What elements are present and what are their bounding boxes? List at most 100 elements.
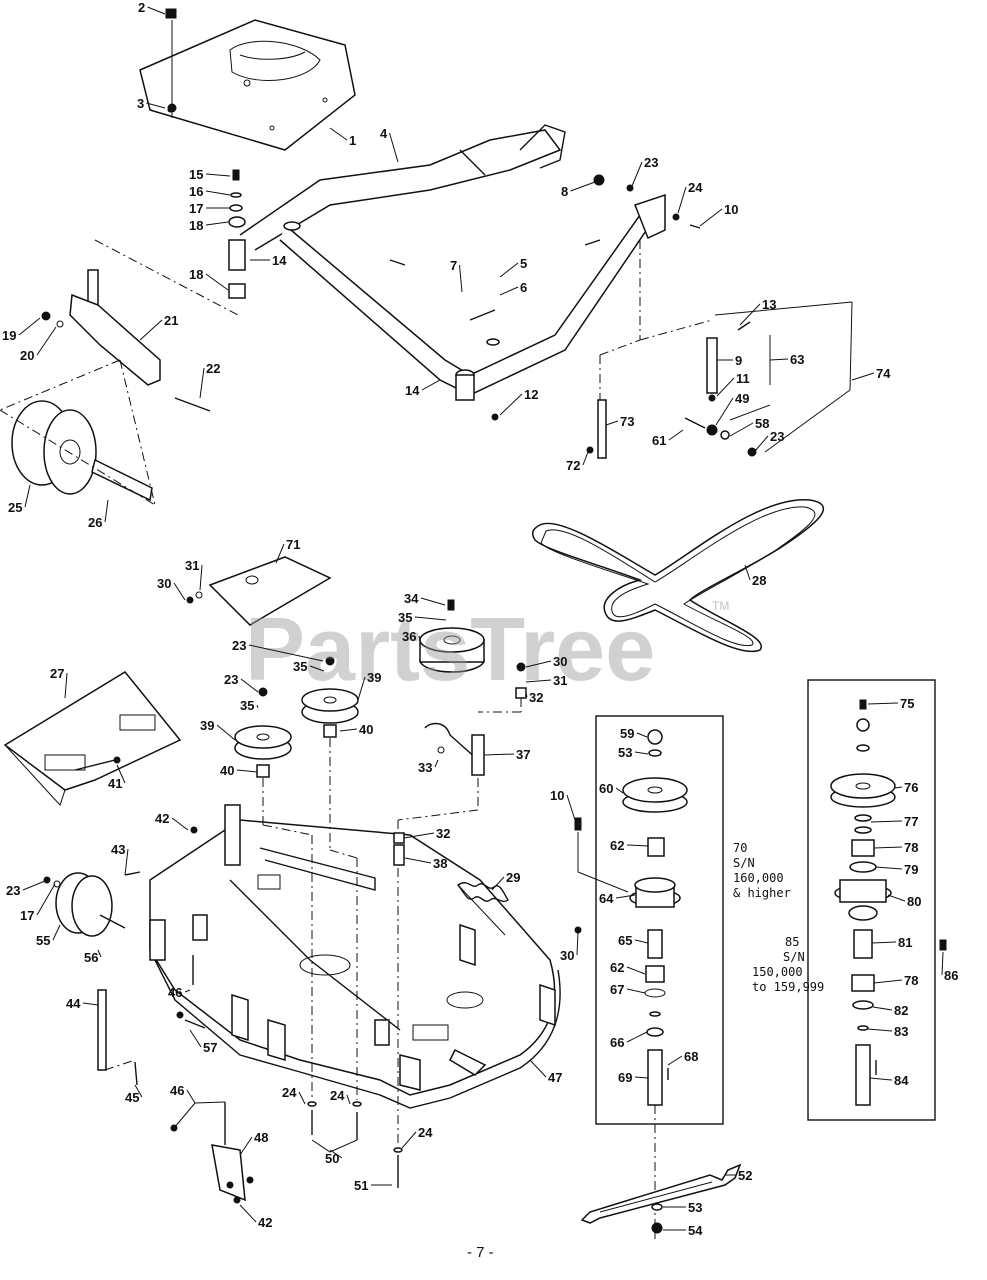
callout-1: 1 [349, 133, 356, 148]
callout-27: 27 [50, 666, 64, 681]
callout-leader-74 [851, 372, 875, 381]
callout-16: 16 [189, 184, 203, 199]
callout-15: 15 [189, 167, 203, 182]
callout-35: 35 [398, 610, 412, 625]
callout-leader-66 [626, 1031, 648, 1043]
callout-leader-33 [434, 759, 439, 768]
callout-leader-48 [239, 1136, 253, 1156]
deck-cover-part-1 [139, 8, 356, 151]
box-85-line2: 150,000 [752, 965, 803, 979]
callout-leader-17 [36, 883, 56, 916]
callout-24: 24 [688, 180, 703, 195]
hanger-frame-part-4 [239, 124, 666, 401]
callout-10: 10 [724, 202, 738, 217]
callout-66: 66 [610, 1035, 624, 1050]
callout-leader-72 [582, 451, 589, 466]
callout-leader-10 [566, 794, 576, 821]
callout-77: 77 [904, 814, 918, 829]
callout-leader-23 [248, 644, 324, 662]
callout-23: 23 [644, 155, 658, 170]
callout-40: 40 [220, 763, 234, 778]
blade-part-52 [580, 1163, 742, 1234]
callout-3: 3 [137, 96, 144, 111]
callout-33: 33 [418, 760, 432, 775]
callout-leader-60 [615, 787, 624, 794]
callout-leader-57 [189, 1029, 202, 1048]
callout-30: 30 [157, 576, 171, 591]
callout-leader-29 [491, 876, 505, 891]
callout-41: 41 [108, 776, 122, 791]
callout-32: 32 [529, 690, 543, 705]
callout-leader-31 [525, 679, 552, 683]
callout-leader-67 [626, 988, 646, 994]
callout-23: 23 [224, 672, 238, 687]
callout-labels: 1234567891011121314141516171818192021222… [2, 0, 958, 1238]
callout-leader-78 [873, 979, 903, 984]
callout-53: 53 [688, 1200, 702, 1215]
callout-leader-4 [389, 132, 399, 163]
callout-leader-23 [754, 435, 769, 452]
callout-11: 11 [736, 371, 750, 386]
shield-part-71 [186, 556, 332, 626]
box-85-line1: S/N [783, 950, 805, 964]
drive-belt-part-28 [532, 499, 824, 653]
spindle-box-70 [574, 715, 724, 1230]
callout-leader-43 [124, 848, 129, 876]
callout-29: 29 [506, 870, 520, 885]
callout-24: 24 [418, 1125, 433, 1140]
callout-46: 46 [168, 985, 182, 1000]
callout-leader-50 [329, 1149, 343, 1159]
callout-leader-26 [104, 499, 109, 523]
callout-24: 24 [330, 1088, 345, 1103]
callout-leader-24 [677, 186, 687, 214]
box-70-line3: & higher [733, 886, 791, 900]
callout-79: 79 [904, 862, 918, 877]
callout-leader-78 [873, 846, 903, 849]
callout-14: 14 [272, 253, 287, 268]
callout-leader-41 [116, 764, 126, 784]
callout-leader-46 [184, 989, 191, 993]
callout-leader-46 [186, 1089, 196, 1104]
callout-31: 31 [553, 673, 567, 688]
callout-leader-1 [329, 127, 348, 141]
callout-leader-35 [309, 665, 325, 672]
callout-leader-77 [870, 820, 903, 823]
callout-72: 72 [566, 458, 580, 473]
watermark: PartsTree [245, 600, 655, 700]
callout-leader-24 [401, 1131, 417, 1149]
callout-69: 69 [618, 1070, 632, 1085]
callout-2: 2 [138, 0, 145, 15]
callout-56: 56 [84, 950, 98, 965]
callout-74: 74 [876, 366, 891, 381]
callout-leader-81 [871, 941, 897, 944]
callout-37: 37 [516, 747, 530, 762]
page-number: - 7 - [467, 1244, 494, 1261]
callout-leader-40 [339, 728, 358, 732]
callout-leader-84 [869, 1077, 893, 1081]
callout-leader-15 [205, 173, 231, 177]
callout-35: 35 [293, 659, 307, 674]
callout-8: 8 [561, 184, 568, 199]
callout-46: 46 [170, 1083, 184, 1098]
box-85-line3: to 159,999 [752, 980, 824, 994]
callout-leader-10 [699, 208, 723, 227]
callout-leader-20 [36, 326, 57, 356]
callout-58: 58 [755, 416, 769, 431]
callout-45: 45 [125, 1090, 139, 1105]
deck-bolts [307, 1101, 403, 1188]
callout-23: 23 [6, 883, 20, 898]
callout-leader-40 [236, 769, 258, 773]
callout-leader-8 [570, 181, 596, 192]
callout-leader-71 [275, 543, 285, 564]
callout-63: 63 [790, 352, 804, 367]
callout-leader-22 [199, 367, 205, 399]
callout-leader-58 [729, 422, 754, 437]
callout-18: 18 [189, 267, 203, 282]
callout-leader-80 [887, 894, 906, 902]
callout-leader-30 [525, 660, 552, 668]
callout-23: 23 [770, 429, 784, 444]
callout-82: 82 [894, 1003, 908, 1018]
callout-leader-28 [744, 564, 751, 581]
callout-leader-75 [867, 702, 899, 705]
callout-leader-16 [205, 190, 231, 196]
